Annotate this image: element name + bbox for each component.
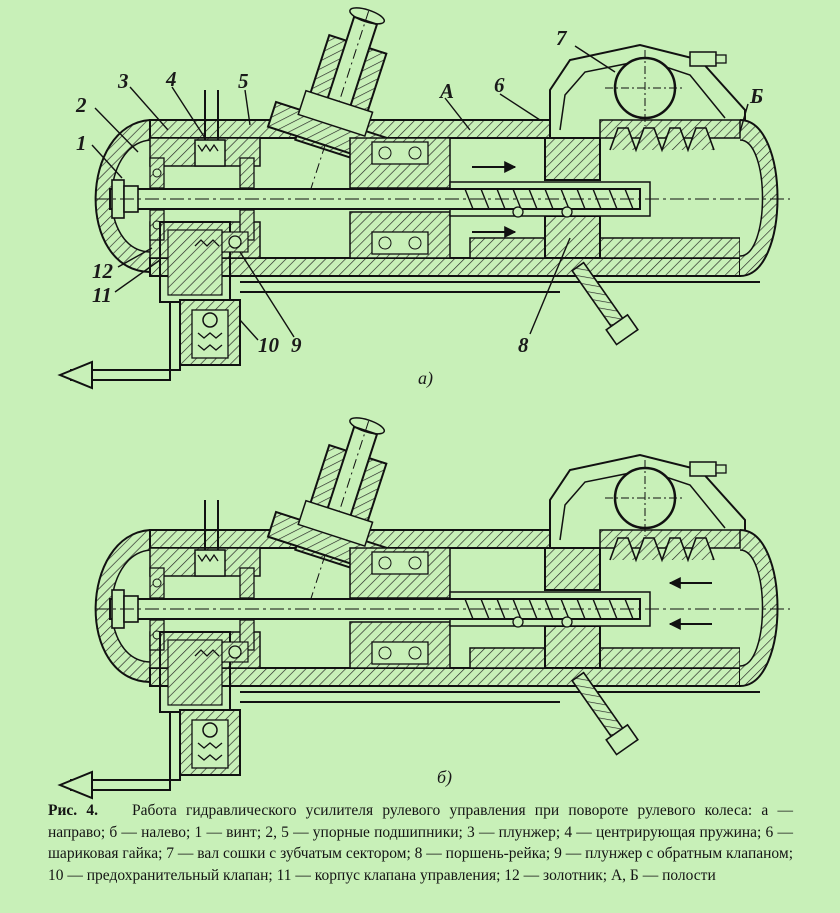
label-7: 7 <box>556 26 568 50</box>
label-cavity-b: Б <box>749 84 763 108</box>
leader-lines <box>91 45 749 341</box>
label-3: 3 <box>117 69 129 93</box>
caption-label: Рис. 4. <box>48 802 98 819</box>
caption-text: Работа гидравлического усилителя рулевог… <box>48 802 793 884</box>
label-1: 1 <box>76 131 87 155</box>
label-11: 11 <box>92 283 112 307</box>
label-2: 2 <box>75 93 87 117</box>
diagram-view-a <box>58 0 792 390</box>
subfigure-label-b: б) <box>437 767 452 788</box>
diagram-view-b <box>58 400 792 800</box>
label-8: 8 <box>518 333 529 357</box>
label-10: 10 <box>258 333 280 357</box>
figure-caption: Рис. 4.Работа гидравлического усилителя … <box>48 800 793 886</box>
subfigure-label-a: а) <box>418 368 433 389</box>
label-6: 6 <box>494 73 505 97</box>
label-4: 4 <box>165 67 177 91</box>
label-5: 5 <box>238 69 249 93</box>
label-12: 12 <box>92 259 114 283</box>
label-cavity-a: А <box>438 79 454 103</box>
label-9: 9 <box>291 333 302 357</box>
